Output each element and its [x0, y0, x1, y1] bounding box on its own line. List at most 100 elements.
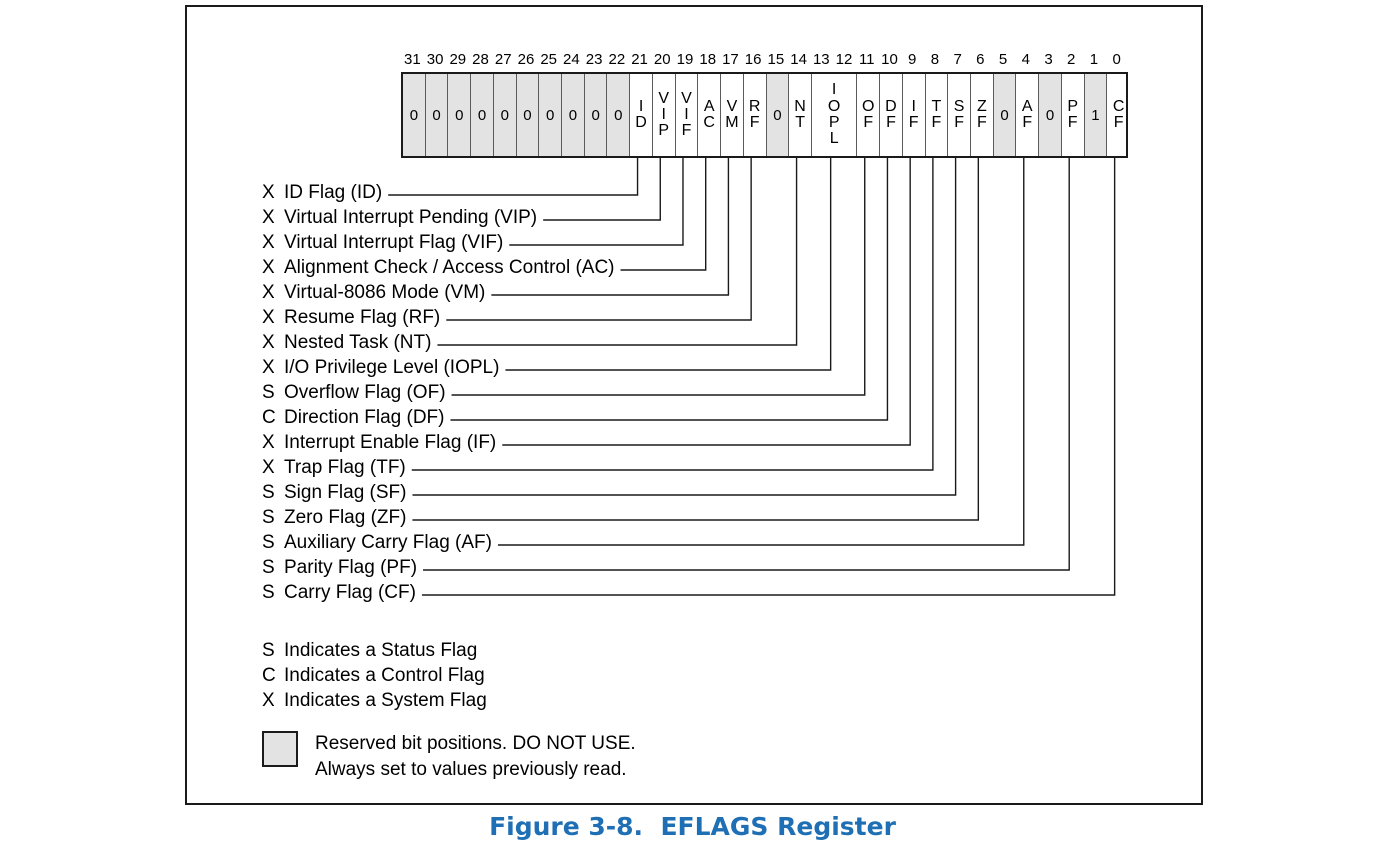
bit-cell-label: 1	[1091, 106, 1100, 124]
bit-number: 20	[653, 51, 671, 68]
bit-cell-15: 0	[766, 74, 790, 156]
bit-number: 24	[563, 51, 580, 68]
flag-label: Trap Flag (TF)	[284, 457, 406, 478]
bit-number: 29	[449, 51, 467, 68]
flag-label: Virtual-8086 Mode (VM)	[284, 282, 486, 303]
bit-cell-3: 0	[1039, 74, 1062, 156]
reserved-note-line1: Reserved bit positions. DO NOT USE.	[315, 733, 636, 754]
bit-cell-1: 1	[1084, 74, 1108, 156]
flag-kind: S	[262, 507, 275, 528]
bit-number: 27	[494, 51, 512, 68]
flag-row-virtual-8086-mode-vm-: X Virtual-8086 Mode (VM)	[262, 280, 1162, 305]
bit-number: 21	[631, 51, 648, 68]
flag-row-direction-flag-df-: C Direction Flag (DF)	[262, 405, 1162, 430]
bit-number: 9	[908, 51, 917, 68]
flag-label: Zero Flag (ZF)	[284, 507, 407, 528]
flag-label: Direction Flag (DF)	[284, 407, 445, 428]
flag-kind: X	[262, 432, 275, 453]
flag-kind: S	[262, 557, 275, 578]
flag-row-parity-flag-pf-: S Parity Flag (PF)	[262, 555, 1162, 580]
bit-number: 0	[1112, 51, 1121, 68]
bit-number: 10	[881, 51, 898, 68]
bit-cell-label: 0	[773, 106, 782, 124]
flag-kind: X	[262, 332, 275, 353]
flag-row-virtual-interrupt-pending-vip-: X Virtual Interrupt Pending (VIP)	[262, 205, 1162, 230]
flag-label: ID Flag (ID)	[284, 182, 383, 203]
flag-kind: X	[262, 282, 275, 303]
bit-number: 28	[472, 51, 489, 68]
bit-cell-label: 0	[546, 106, 555, 124]
bit-number: 26	[517, 51, 535, 68]
bit-cell-23: 0	[584, 74, 608, 156]
bit-number: 14	[790, 51, 807, 68]
bit-number: 4	[1021, 51, 1030, 68]
legend-text: Indicates a System Flag	[284, 690, 487, 711]
flag-label: Interrupt Enable Flag (IF)	[284, 432, 497, 453]
bit-number: 30	[426, 51, 444, 68]
bit-number: 5	[998, 51, 1008, 68]
bit-cell-label: 0	[1045, 106, 1055, 124]
bit-number: 1	[1089, 51, 1099, 68]
flag-row-zero-flag-zf-: S Zero Flag (ZF)	[262, 505, 1162, 530]
bit-number: 2	[1067, 51, 1076, 68]
bit-number: 18	[699, 51, 717, 68]
bit-cell-5: 0	[993, 74, 1017, 156]
bit-cell-label: 0	[409, 106, 419, 124]
flag-label: I/O Privilege Level (IOPL)	[284, 357, 500, 378]
bit-cell-28: 0	[471, 74, 494, 156]
flag-label: Parity Flag (PF)	[284, 557, 418, 578]
flag-kind: S	[262, 482, 275, 503]
bit-cell-label: 0	[500, 106, 509, 124]
flag-kind: X	[262, 207, 275, 228]
flag-kind: C	[262, 407, 276, 428]
flag-label: Carry Flag (CF)	[284, 582, 416, 603]
bit-cell-25: 0	[539, 74, 563, 156]
bit-number: 19	[676, 51, 694, 68]
bit-number: 7	[953, 51, 962, 68]
bit-number: 25	[540, 51, 558, 68]
figure-caption: Figure 3-8. EFLAGS Register	[489, 812, 896, 841]
bit-number: 12	[835, 51, 853, 68]
flag-kind: S	[262, 532, 275, 553]
bit-cell-label: 0	[477, 106, 487, 124]
bit-cell-24: 0	[562, 74, 585, 156]
bit-number: 31	[404, 51, 421, 68]
flag-label: Virtual Interrupt Pending (VIP)	[284, 207, 538, 228]
flag-label: Overflow Flag (OF)	[284, 382, 446, 403]
bit-number: 16	[744, 51, 762, 68]
bit-number: 17	[722, 51, 739, 68]
bit-cell-26: 0	[516, 74, 540, 156]
bit-cell-27: 0	[493, 74, 517, 156]
legend-kind: X	[262, 690, 275, 711]
flag-label: Virtual Interrupt Flag (VIF)	[284, 232, 504, 253]
